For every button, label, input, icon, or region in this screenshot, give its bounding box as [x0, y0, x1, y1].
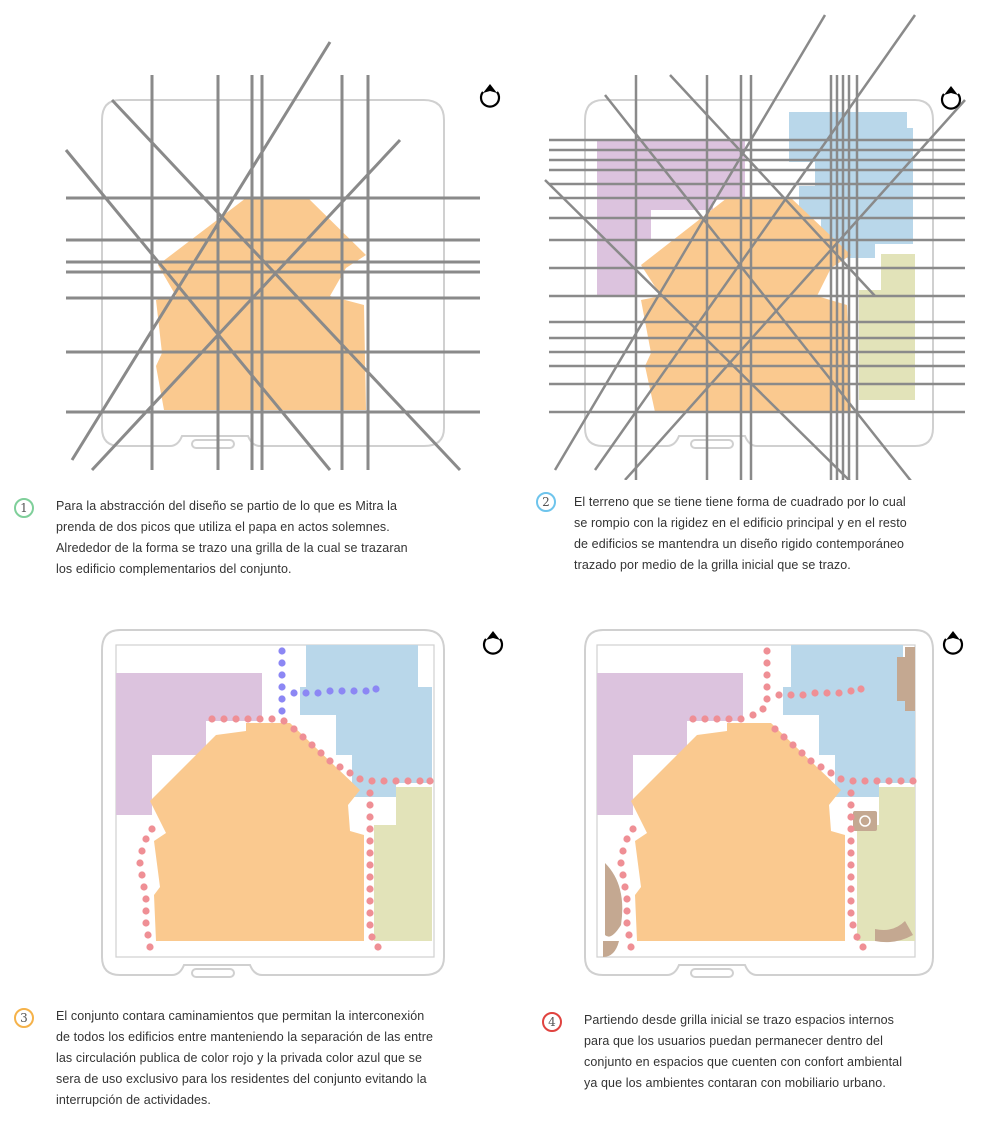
diagram-panel-3	[0, 615, 504, 995]
step-3-line: interrupción de actividades.	[56, 1093, 211, 1107]
step-1-line: los edificio complementarios del conjunt…	[56, 562, 292, 576]
main-building	[641, 198, 851, 412]
blue-building	[300, 645, 432, 797]
rotation-arrow-icon	[482, 631, 504, 655]
step-1-caption: 1 Para la abstracción del diseño se part…	[14, 496, 484, 596]
rotation-arrow-icon	[479, 84, 501, 108]
step-1-badge: 1	[14, 498, 34, 518]
step-4-line: conjunto en espacios que cuenten con con…	[584, 1055, 903, 1069]
green-building	[859, 254, 915, 400]
step-1-line: prenda de dos picos que utiliza el papa …	[56, 520, 390, 534]
site-outline	[101, 99, 445, 449]
step-2-line: trazado por medio de la grilla inicial q…	[574, 558, 851, 572]
main-building	[150, 723, 364, 941]
blue-building	[783, 645, 915, 797]
step-3-line: sera de uso exclusivo para los residente…	[56, 1072, 427, 1086]
step-2-text: El terreno que se tiene tiene forma de c…	[574, 492, 907, 576]
public-circulation-path	[136, 715, 434, 951]
step-4-line: para que los usuarios puedan permanecer …	[584, 1034, 883, 1048]
step-4-text: Partiendo desde grilla inicial se trazo …	[584, 1010, 902, 1094]
design-grid	[64, 41, 480, 472]
site-plan-1	[64, 41, 480, 472]
step-3-badge: 3	[14, 1008, 34, 1028]
step-2-badge: 2	[536, 492, 556, 512]
step-1-text: Para la abstracción del diseño se partio…	[56, 496, 408, 580]
fountain-icon	[859, 815, 871, 827]
step-3-line: de todos los edificios entre manteniendo…	[56, 1030, 434, 1044]
step-2-line: El terreno que se tiene tiene forma de c…	[574, 495, 906, 509]
rotation-arrow-icon	[942, 631, 964, 655]
purple-building	[116, 673, 262, 815]
diagram-panel-1	[0, 0, 501, 480]
green-building	[857, 787, 915, 941]
site-plan-3	[101, 629, 445, 978]
step-4-caption: 4 Partiendo desde grilla inicial se traz…	[542, 1010, 982, 1110]
urban-furniture	[603, 647, 915, 957]
rotation-arrow-icon	[940, 86, 962, 110]
step-4-badge: 4	[542, 1012, 562, 1032]
private-circulation-path	[278, 647, 380, 715]
green-building	[374, 787, 432, 941]
step-2-caption: 2 El terreno que se tiene tiene forma de…	[536, 490, 976, 590]
diagram-panel-2	[495, 0, 989, 480]
design-grid	[544, 14, 966, 480]
step-2-line: de edificios se mantendra un diseño rigi…	[574, 537, 905, 551]
step-1-line: Alrededor de la forma se trazo una grill…	[56, 541, 408, 555]
site-outline	[584, 99, 934, 449]
site-plan-4	[584, 629, 934, 978]
step-3-text: El conjunto contara caminamientos que pe…	[56, 1006, 433, 1111]
purple-building	[597, 673, 743, 815]
step-3-line: El conjunto contara caminamientos que pe…	[56, 1009, 425, 1023]
step-1-line: Para la abstracción del diseño se partio…	[56, 499, 398, 513]
step-4-line: Partiendo desde grilla inicial se trazo …	[584, 1013, 895, 1027]
diagram-panel-4	[495, 615, 989, 995]
step-2-line: se rompio con la rigidez en el edificio …	[574, 516, 907, 530]
main-building	[631, 723, 845, 941]
public-circulation-path	[617, 647, 917, 951]
step-4-line: ya que los ambientes contaran con mobili…	[584, 1076, 886, 1090]
step-3-caption: 3 El conjunto contara caminamientos que …	[14, 1006, 494, 1116]
site-plan-2	[544, 14, 966, 480]
step-3-line: las circulación publica de color rojo y …	[56, 1051, 423, 1065]
